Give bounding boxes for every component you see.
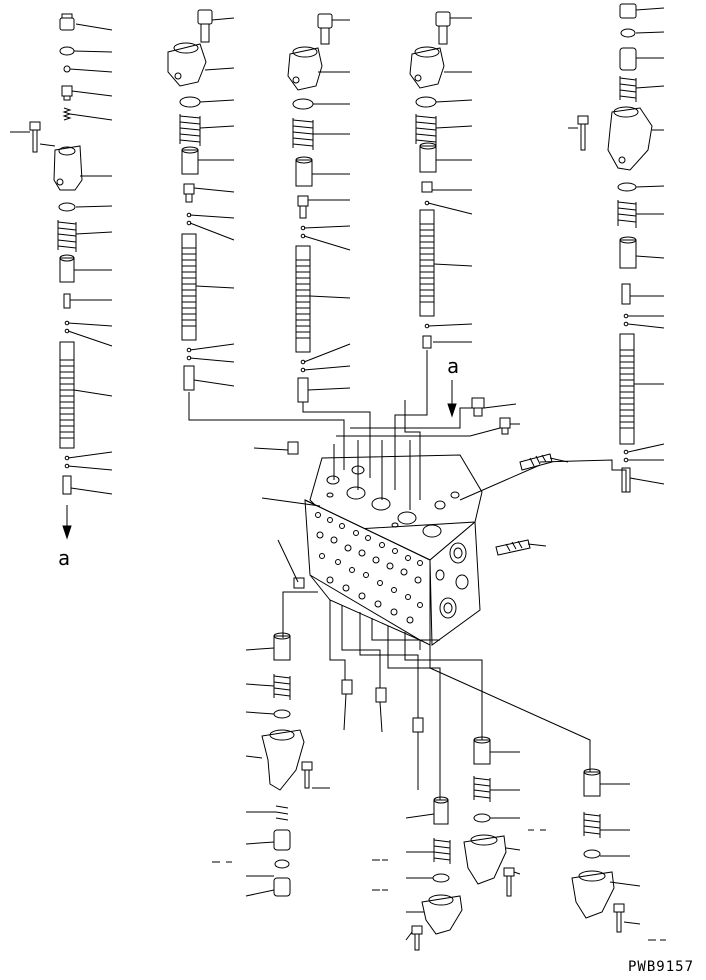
top-connector-lines xyxy=(188,350,627,510)
bottom-middle-stack xyxy=(341,679,463,951)
column-3-parts xyxy=(287,13,333,403)
connector-reference-a-top: a xyxy=(447,354,460,378)
column-4-parts xyxy=(409,11,457,418)
drawing-code-label: PWB9157 xyxy=(628,959,695,975)
column-2-parts xyxy=(167,9,213,391)
front-face-holes xyxy=(315,512,423,624)
bottom-right-stack xyxy=(463,736,625,933)
connector-reference-a-bottom: a xyxy=(58,546,71,570)
bottom-connector-lines xyxy=(282,591,591,800)
main-valve-block xyxy=(304,454,483,646)
column-5-parts xyxy=(577,3,653,493)
column-1-parts xyxy=(29,13,83,540)
bottom-left-stack xyxy=(261,632,313,897)
leader-lines xyxy=(10,7,666,941)
